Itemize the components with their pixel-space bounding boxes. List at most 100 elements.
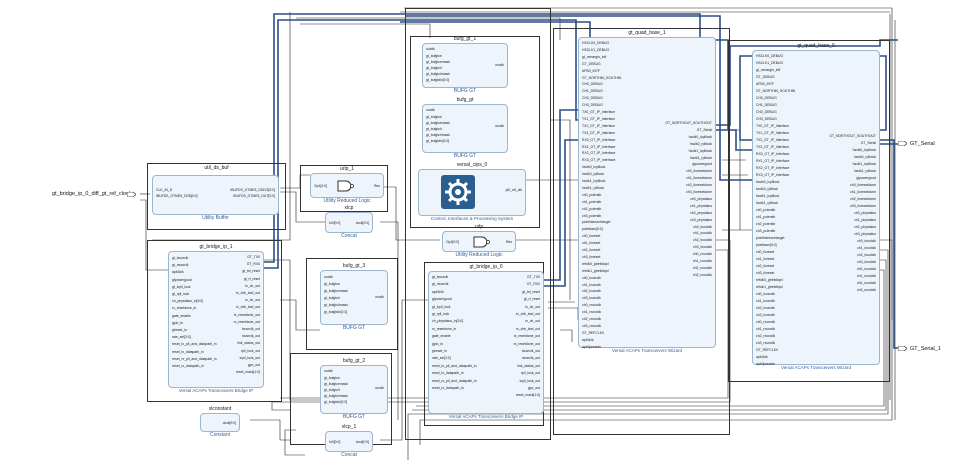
gt-quad-base-0-left-port[interactable]: hsclk1_rplllock xyxy=(756,201,779,205)
gt-quad-base-0-left-port[interactable]: CH1_DEBUG xyxy=(756,103,777,107)
gt-quad-base-1-right-port[interactable]: hsclk0_lcplllock xyxy=(688,134,712,139)
bufg-gt-1-port[interactable]: gt_bufgtce xyxy=(426,54,442,58)
gt-quad-base-0-left-port[interactable]: ch0_pcierstb xyxy=(756,208,776,212)
gt-bridge-ip-1-right-port[interactable]: tx_clr_out xyxy=(245,283,260,288)
gt-bridge-ip-1-right-port[interactable]: txusrclk_out xyxy=(241,327,260,331)
gt-quad-base-0-right-port[interactable]: ch1_phystatus xyxy=(854,218,876,222)
gt-quad-base-0-right-port[interactable]: GT_NORTHOUT_SOUTHOUT xyxy=(829,134,876,138)
gt-bridge-ip-1-right-port[interactable]: reset_mask[1:0] xyxy=(235,370,260,375)
gt-bridge-ip-1-left-port[interactable]: gtreset_in xyxy=(172,328,187,332)
gt-quad-base-0-left-port[interactable]: ch0_rxusrclk xyxy=(756,320,776,324)
gt-quad-base-1-left-port[interactable]: apb3presetn xyxy=(582,344,601,349)
gt-quad-base-0-left-port[interactable]: hsclk1_lcplllock xyxy=(756,194,780,198)
gt-quad-base-0-left-port[interactable]: RX2_GT_IP_Interface xyxy=(756,166,790,170)
gt-quad-base-0-left-port[interactable]: HSCLK1_DEBUG xyxy=(756,61,784,65)
gt-quad-base-1-left-port[interactable]: GT_NORTHIN_SOUTHIN xyxy=(582,75,622,80)
gt-quad-base-1-left-port[interactable]: hsclk1_rplllock xyxy=(582,185,605,190)
gt-quad-base-0-right-port[interactable]: ch0_rxoutclk xyxy=(856,267,876,271)
bufg-gt-port[interactable]: outclk xyxy=(426,108,435,112)
gt-bridge-ip-0-right-port[interactable]: gt_txt_reset xyxy=(522,289,540,294)
gt-bridge-ip-1-left-port[interactable]: gt_rxusrclk xyxy=(172,263,189,268)
gt-bridge-ip-1-left-port[interactable]: rate_sel[3:0] xyxy=(172,335,191,340)
gt-bridge-ip-1-left-port[interactable]: ch_phystatus_in[3:0] xyxy=(172,299,204,304)
gt-quad-base-1-right-port[interactable]: ch0_iloresetdone xyxy=(686,169,712,174)
gt-quad-base-1-left-port[interactable]: GT_REFCLK0 xyxy=(582,330,604,335)
gt-bridge-ip-0-right-port[interactable]: gt_rf_reset xyxy=(523,297,540,302)
urlp-port-op1[interactable]: Op1[0:0] xyxy=(446,240,460,244)
bufg-gt-1-port[interactable]: gt_bufgtcemask xyxy=(426,60,450,64)
gt-bridge-ip-0-left-port[interactable]: gate_enable xyxy=(432,334,451,339)
gt-quad-base-0-right-port[interactable]: ch2_phystatus xyxy=(854,225,876,229)
gt-quad-base-0-right-port[interactable]: ch0_iloresetdone xyxy=(850,183,876,187)
port-ibufds-out[interactable]: IBUFDS_GTME5_OUT[0:0] xyxy=(233,194,275,198)
gt-quad-base-1-right-port[interactable]: ch0_txoutclk xyxy=(693,224,712,229)
xlconstant-block[interactable]: xlconstant dout[0:0] Constant xyxy=(200,406,240,440)
gt-bridge-ip-0-left-port[interactable]: gtreset_in xyxy=(432,349,447,353)
gt-quad-base-1-left-port[interactable]: hsclk0_lcplllock xyxy=(582,165,606,170)
gt-quad-base-0-left-port[interactable]: gt_rxmargin_intf xyxy=(756,68,781,72)
gt-quad-base-0-left-port[interactable]: apb3presetn xyxy=(756,362,775,366)
gt-bridge-ip-1-right-port[interactable]: rx_resetdone_out xyxy=(233,319,260,324)
gt-bridge-ip-0-right-port[interactable]: tx_clr_out xyxy=(525,304,540,309)
gt-quad-base-1-left-port[interactable]: CH0_DEBUG xyxy=(582,82,603,87)
gt-bridge-ip-1-right-port[interactable]: gt_rf_reset xyxy=(243,276,260,281)
gt-quad-base-0-right-port[interactable]: hsclk0_rplllock xyxy=(853,155,876,159)
gt-quad-base-1-right-port[interactable]: ch1_rxoutclk xyxy=(692,259,712,263)
gt-quad-base-0-left-port[interactable]: GT_DEBUG xyxy=(756,75,775,79)
bufg-gt-3-port[interactable]: gt_bufgtdiv[2:0] xyxy=(324,310,348,314)
gt-quad-base-0-left-port[interactable]: pcielinkreachtarget xyxy=(756,236,785,240)
bufg-gt-2-port-usrclk[interactable]: usrclk xyxy=(375,386,384,390)
bufg-gt-2-port[interactable]: gt_bufgtclr xyxy=(324,388,340,392)
util-ds-buf-block[interactable]: CLK_IN_D IBUFDS_GTME5_CEB[0:0] IBUFDS_GT… xyxy=(152,173,279,223)
gt-quad-base-1-left-port[interactable]: GT_DEBUG xyxy=(582,61,601,66)
bufg-gt-1-port[interactable]: gt_bufgtclr xyxy=(426,66,442,70)
gt-quad-base-1-left-port[interactable]: gt_rxmargin_intf xyxy=(582,54,607,59)
gt-bridge-ip-1-right-port[interactable]: lcpll_lock_out xyxy=(239,355,260,360)
gt-bridge-ip-0-right-port[interactable]: reset_mask[1:0] xyxy=(515,393,540,398)
gt-quad-base-1-left-port[interactable]: RX3_GT_IP_Interface xyxy=(582,158,616,163)
gt-quad-base-0-right-port[interactable]: hsclk1_rplllock xyxy=(853,169,876,173)
gt-quad-base-0-left-port[interactable]: GT_REFCLK0 xyxy=(756,348,778,352)
gt-quad-base-0-left-port[interactable]: APB3_INTF xyxy=(756,82,775,86)
urlp-1-port-res[interactable]: Res xyxy=(373,184,380,188)
gt-bridge-ip-0-right-port[interactable]: GT_RX0 xyxy=(526,282,540,287)
gt-quad-base-1-left-port[interactable]: ch0_pcierstb xyxy=(582,192,602,197)
gt-quad-base-0-left-port[interactable]: RX1_GT_IP_Interface xyxy=(756,159,790,163)
gt-quad-base-1-left-port[interactable]: HSCLK0_DEBUG xyxy=(582,41,610,45)
gt-quad-base-0-right-port[interactable]: ch1_iloresetdone xyxy=(850,190,876,194)
gt-bridge-ip-1-right-port[interactable]: rpll_lock_out xyxy=(240,348,260,353)
bufg-gt-block[interactable]: bufg_gt outclk gt_bufgtce gt_bufgtcemask… xyxy=(422,97,508,161)
gt-quad-base-0-left-port[interactable]: ch1_iloreset xyxy=(756,257,775,261)
gt-quad-base-1-right-port[interactable]: ch0_rxoutclk xyxy=(692,252,712,257)
gt-quad-base-1-left-port[interactable]: hsclk0_rplllock xyxy=(582,172,605,177)
gt-quad-base-1-left-port[interactable]: ch1_iloreset xyxy=(582,241,601,246)
gt-bridge-ip-1-left-port[interactable]: reset_rx_datapath_in xyxy=(172,364,204,368)
gt-quad-base-0-left-port[interactable]: pcieltssm[5:0] xyxy=(756,243,777,247)
gt-bridge-ip-0-left-port[interactable]: rate_sel[3:0] xyxy=(432,356,451,361)
gt-bridge-ip-1-left-port[interactable]: gt_rpll_lock xyxy=(172,292,190,296)
gt-quad-base-1-left-port[interactable]: APB3_INTF xyxy=(582,68,601,73)
gt-bridge-ip-0-left-port[interactable]: reset_rx_pll_and_datapath_in xyxy=(432,378,477,383)
gt-quad-base-0-left-port[interactable]: ch2_rxusrclk xyxy=(756,334,776,338)
gt-quad-base-1-left-port[interactable]: TX2_GT_IP_Interface xyxy=(582,123,615,128)
gt-quad-base-1-left-port[interactable]: refclk1_gtrefclkpd xyxy=(582,268,609,273)
gt-quad-base-0-left-port[interactable]: ch2_iloreset xyxy=(756,264,775,268)
gt-bridge-ip-0-right-port[interactable]: rxusrclk_out xyxy=(521,356,540,361)
gt-bridge-ip-0-left-port[interactable]: reset_rx_datapath_in xyxy=(432,386,464,390)
xlcp-port-dout[interactable]: dout[0:0] xyxy=(355,221,369,225)
gt-bridge-ip-1-right-port[interactable]: tx_resetdone_out xyxy=(233,312,260,317)
gt-quad-base-1-left-port[interactable]: ch1_txusrclk xyxy=(582,282,601,287)
gt-quad-base-0-left-port[interactable]: TX0_GT_IP_Interface xyxy=(756,124,789,128)
gt-quad-base-0-right-port[interactable]: ch2_txoutclk xyxy=(857,253,876,257)
gt-bridge-ip-0-left-port[interactable]: rx_resetdone_in xyxy=(432,326,457,331)
gt-quad-base-1-right-port[interactable]: ch1_iloresetdone xyxy=(686,176,712,181)
urlp-1-block[interactable]: urlp_1 Op1[0:0] Res Utility Reduced Logi… xyxy=(310,166,384,206)
gt-quad-base-0-right-port[interactable]: ch2_rxoutclk xyxy=(856,281,876,285)
cips-port-pl0-ref-clk[interactable]: pl0_ref_clk xyxy=(505,188,522,192)
bufg-gt-2-port[interactable]: gt_bufgtdiv[2:0] xyxy=(324,400,348,404)
gt-quad-base-1-left-port[interactable]: TX0_GT_IP_Interface xyxy=(582,110,615,114)
input-port-arrow-icon[interactable] xyxy=(127,192,136,197)
bufg-gt-port[interactable]: gt_bufgtdiv[2:0] xyxy=(426,139,450,143)
